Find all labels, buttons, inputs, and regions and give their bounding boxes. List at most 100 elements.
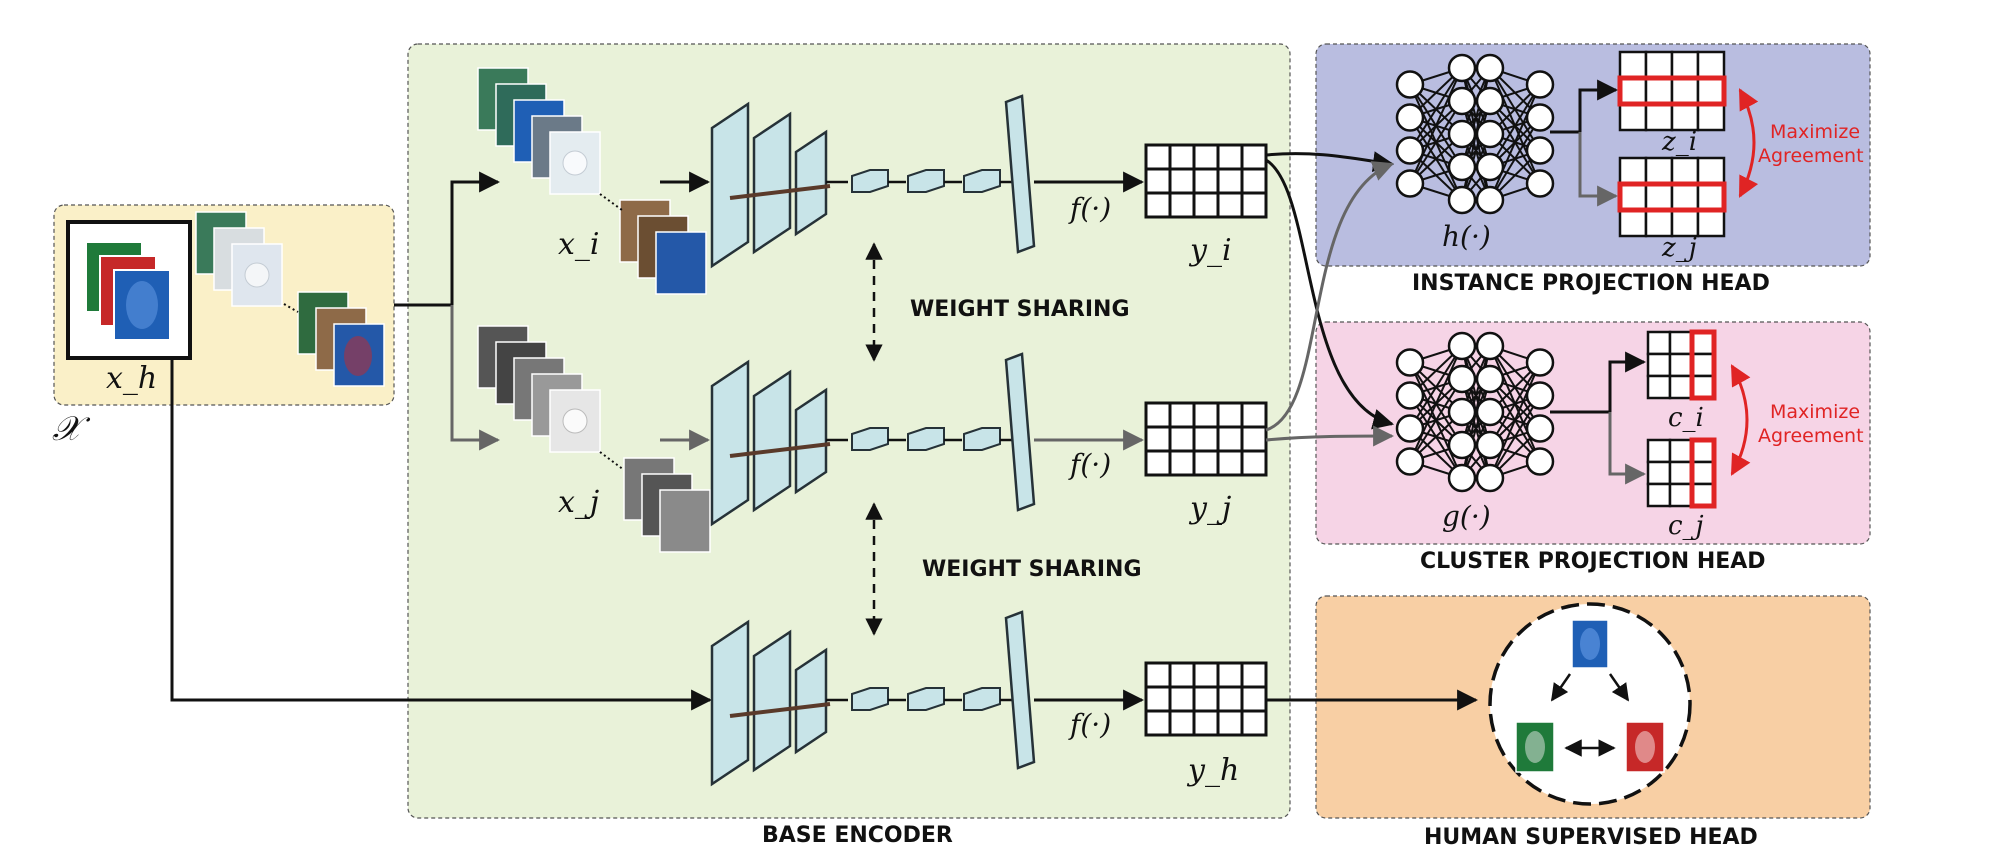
g-net-edge: [1409, 378, 1463, 463]
h-net-neuron: [1447, 119, 1477, 149]
cluster-grid-c-i: [1646, 329, 1717, 401]
y-i-cell: [1216, 167, 1244, 195]
y-h-cell: [1192, 661, 1220, 689]
z-j-cell: [1696, 156, 1726, 186]
z-j-cell: [1618, 208, 1648, 238]
y-j-cell: [1168, 449, 1196, 477]
augmented-images-i: [477, 67, 707, 295]
h-net-neuron: [1475, 185, 1505, 215]
instance-head-caption: INSTANCE PROJECTION HEAD: [1412, 271, 1770, 296]
y-i-cell: [1168, 143, 1196, 171]
y-i-to-g-connector: [1265, 158, 1395, 430]
z-i-cell: [1670, 50, 1700, 80]
g-net-neuron: [1525, 348, 1555, 377]
y-j-cell: [1240, 425, 1268, 453]
z-j-cell: [1618, 182, 1648, 212]
y-h-cell: [1192, 709, 1220, 737]
y-i-cell: [1192, 191, 1220, 219]
z-i-cell: [1618, 76, 1648, 106]
y-i-cell: [1168, 191, 1196, 219]
y-h-cell: [1216, 661, 1244, 689]
y-j-cell: [1192, 425, 1220, 453]
g-net-neuron: [1475, 364, 1505, 394]
y-j-cell: [1240, 401, 1268, 429]
y-h-cell: [1168, 661, 1196, 689]
z-i-cell: [1618, 102, 1648, 132]
g-net-edge: [1461, 378, 1491, 479]
label-z-j: z_j: [1661, 233, 1697, 263]
h-net-neuron: [1475, 152, 1505, 182]
h-net-neuron: [1447, 185, 1477, 215]
h-net-edge: [1489, 116, 1541, 201]
z-j-cell: [1696, 182, 1726, 212]
weight-sharing-label-2: WEIGHT SHARING: [922, 557, 1142, 582]
label-g: g(·): [1442, 500, 1491, 533]
g-net-neuron: [1475, 463, 1505, 493]
h-net-neuron: [1475, 86, 1505, 116]
cluster-mlp-g: [1395, 331, 1555, 493]
z-i-cell: [1644, 50, 1674, 80]
human-head-caption: HUMAN SUPERVISED HEAD: [1424, 825, 1758, 848]
g-output-connector-j: [1608, 412, 1647, 485]
label-c-j: c_j: [1668, 511, 1704, 541]
feature-grid-y-h: [1144, 661, 1268, 737]
feature-grid-y-i: [1144, 143, 1268, 219]
y-h-cell: [1168, 685, 1196, 713]
z-j-cell: [1670, 182, 1700, 212]
g-net-neuron: [1475, 331, 1505, 361]
c-j-cell: [1690, 460, 1716, 486]
g-output-connector: [1550, 351, 1647, 414]
label-f-1: f(·): [1068, 192, 1111, 225]
c-j-cell: [1668, 460, 1694, 486]
instance-mlp-h: [1395, 53, 1555, 215]
label-x-j: x_j: [558, 485, 599, 520]
y-i-cell: [1192, 167, 1220, 195]
y-i-cell: [1216, 191, 1244, 219]
c-j-cell: [1646, 460, 1672, 486]
y-i-cell: [1216, 143, 1244, 171]
cnn-encoder-i: [660, 94, 1145, 269]
y-i-cell: [1240, 191, 1268, 219]
z-j-cell: [1644, 182, 1674, 212]
label-h: h(·): [1442, 220, 1491, 253]
label-y-j: y_j: [1188, 491, 1231, 526]
h-net-neuron: [1395, 169, 1425, 198]
maximize-label-cluster-2: Agreement: [1758, 425, 1864, 447]
y-j-cell: [1192, 401, 1220, 429]
z-j-cell: [1670, 156, 1700, 186]
y-i-cell: [1144, 143, 1172, 171]
label-dataset: 𝒳: [52, 409, 91, 449]
label-c-i: c_i: [1668, 403, 1704, 433]
g-net-neuron: [1525, 447, 1555, 476]
y-h-cell: [1144, 685, 1172, 713]
c-j-cell: [1646, 482, 1672, 508]
z-i-cell: [1670, 76, 1700, 106]
cluster-grid-c-j: [1646, 437, 1717, 509]
maximize-label-instance-1: Maximize: [1770, 121, 1860, 143]
g-net-neuron: [1447, 430, 1477, 460]
g-net-neuron: [1525, 381, 1555, 410]
g-net-edge: [1461, 345, 1491, 446]
label-x-i: x_i: [558, 227, 600, 262]
weight-sharing-label-1: WEIGHT SHARING: [910, 297, 1130, 322]
label-y-i: y_i: [1188, 233, 1232, 268]
g-net-edge: [1489, 362, 1541, 479]
c-i-cell: [1690, 352, 1716, 378]
y-i-cell: [1240, 167, 1268, 195]
g-net-edge: [1489, 361, 1541, 446]
c-j-cell: [1668, 482, 1694, 508]
y-h-cell: [1144, 709, 1172, 737]
z-j-cell: [1644, 156, 1674, 186]
y-j-cell: [1168, 425, 1196, 453]
h-net-neuron: [1525, 70, 1555, 99]
y-h-cell: [1144, 661, 1172, 689]
label-z-i: z_i: [1661, 127, 1697, 157]
label-y-h: y_h: [1186, 753, 1239, 788]
c-j-cell: [1690, 438, 1716, 464]
y-j-cell: [1216, 449, 1244, 477]
c-i-highlight: [1689, 329, 1717, 401]
g-net-neuron: [1447, 397, 1477, 427]
z-j-cell: [1618, 156, 1648, 186]
h-net-neuron: [1475, 119, 1505, 149]
